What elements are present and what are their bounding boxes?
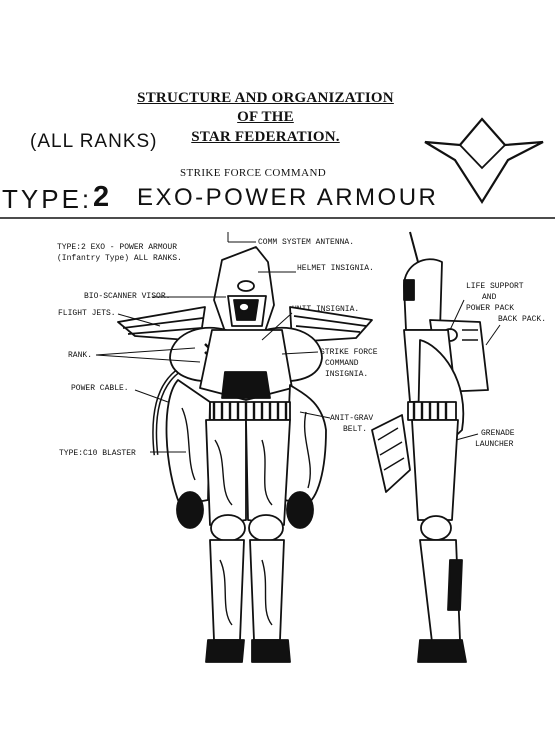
label-rank: RANK.: [68, 351, 93, 360]
label-life-support-3: POWER PACK: [466, 304, 515, 313]
label-anti-grav-2: BELT.: [343, 425, 368, 434]
title-line-1: STRUCTURE AND ORGANIZATION: [137, 90, 394, 106]
label-blaster: TYPE:C10 BLASTER: [59, 449, 136, 458]
title-line-2: OF THE: [237, 109, 294, 125]
label-flight-jets: FLIGHT JETS.: [58, 309, 116, 318]
title-line-3: STAR FEDERATION.: [191, 129, 340, 145]
label-helmet-insignia: HELMET INSIGNIA.: [297, 264, 374, 273]
label-power-cable: POWER CABLE.: [71, 384, 129, 393]
label-anti-grav-1: ANIT-GRAV: [330, 414, 374, 423]
star-federation-emblem: [424, 117, 544, 205]
label-unit-insignia: UNIT INSIGNIA.: [292, 305, 360, 314]
type-name: EXO-POWER ARMOUR: [137, 184, 439, 211]
label-grenade-1: GRENADE: [481, 429, 515, 438]
all-ranks-label: (ALL RANKS): [30, 131, 158, 152]
side-view-figure: [371, 231, 489, 663]
caption-line-1: TYPE:2 EXO - POWER ARMOUR: [57, 243, 178, 252]
label-strike-force-2: COMMAND: [325, 359, 359, 368]
label-strike-force-3: INSIGNIA.: [325, 370, 369, 379]
strike-force-command-heading: STRIKE FORCE COMMAND: [180, 167, 327, 179]
type-number: 2: [93, 181, 110, 213]
label-life-support-2: AND: [482, 293, 497, 302]
label-comm-antenna: COMM SYSTEM ANTENNA.: [258, 238, 355, 247]
label-bio-scanner: BIO-SCANNER VISOR.: [84, 292, 171, 301]
type-prefix: TYPE:: [2, 184, 93, 214]
label-grenade-2: LAUNCHER: [475, 440, 514, 449]
label-life-support-1: LIFE SUPPORT: [466, 282, 524, 291]
callout-lines: [95, 232, 501, 453]
label-life-support-4: BACK PACK.: [498, 315, 547, 324]
front-view-figure: [117, 246, 373, 663]
label-strike-force-1: STRIKE FORCE: [320, 348, 378, 357]
caption-line-2: (Infantry Type) ALL RANKS.: [57, 254, 182, 263]
